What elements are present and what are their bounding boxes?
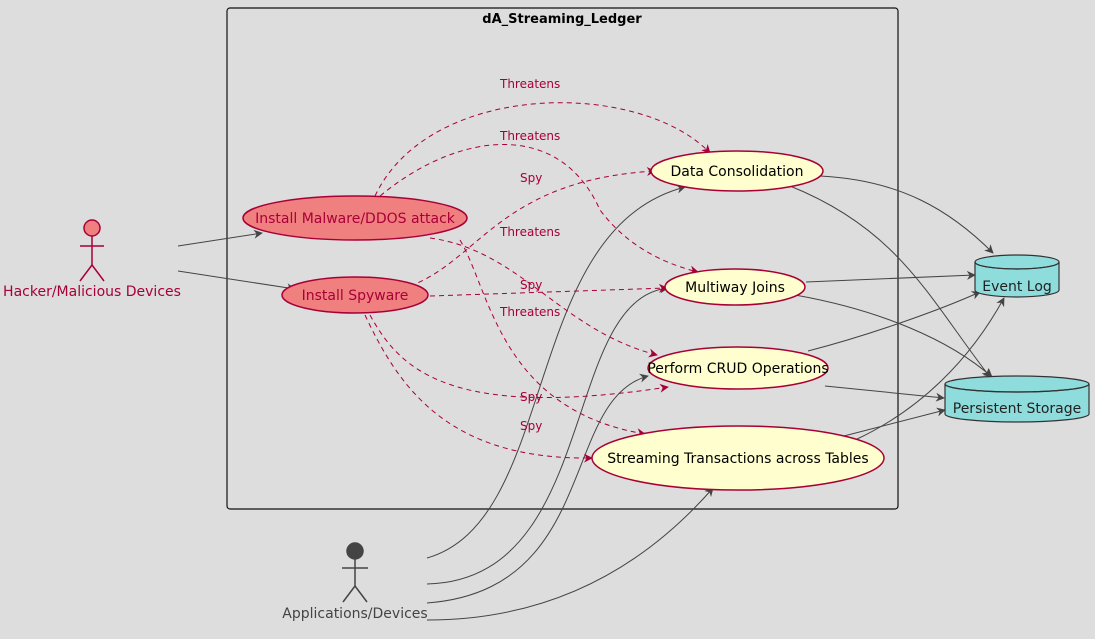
edge-crud-persistent (824, 385, 945, 402)
edge-label-threatens: Threatens (499, 77, 560, 91)
edge-spyware-streaming (364, 314, 593, 463)
edge-spyware-joins (429, 283, 668, 297)
edge-crud-eventlog (807, 291, 981, 352)
datastore-event-log-label: Event Log (982, 279, 1052, 295)
usecase-install-spyware-label: Install Spyware (302, 288, 409, 304)
datastore-persistent-storage-label: Persistent Storage (953, 401, 1081, 417)
usecase-perform-crud[interactable]: Perform CRUD Operations (647, 346, 829, 390)
edge-malware-crud (429, 237, 658, 358)
actor-apps-label: Applications/Devices (282, 606, 427, 622)
edge-spyware-consolidation (409, 166, 656, 287)
usecase-streaming-transactions-label: Streaming Transactions across Tables (607, 451, 868, 467)
edge-streaming-eventlog (854, 297, 1005, 441)
usecase-perform-crud-label: Perform CRUD Operations (647, 361, 828, 377)
actor-hacker[interactable]: Hacker/Malicious Devices (3, 219, 181, 300)
edge-joins-eventlog (805, 270, 976, 283)
usecase-install-malware-label: Install Malware/DDOS attack (255, 211, 456, 227)
edge-label-threatens: Threatens (499, 129, 560, 143)
edge-apps-consolidation (426, 184, 686, 559)
usecase-multiway-joins[interactable]: Multiway Joins (664, 268, 806, 306)
edge-streaming-persistent (839, 407, 946, 438)
usecase-multiway-joins-label: Multiway Joins (685, 280, 785, 296)
edge-malware-streaming (459, 239, 646, 438)
edge-label-spy: Spy (520, 419, 542, 433)
apps-actor-icon (342, 542, 368, 603)
edge-apps-crud (426, 373, 649, 604)
edge-label-spy: Spy (520, 278, 542, 292)
edge-hacker-malware (177, 229, 263, 247)
edge-consolidation-persistent (789, 185, 991, 378)
edge-malware-consolidation (374, 102, 711, 197)
datastore-event-log[interactable]: Event Log (974, 254, 1060, 298)
actor-apps[interactable]: Applications/Devices (282, 542, 428, 622)
usecase-data-consolidation[interactable]: Data Consolidation (650, 150, 824, 192)
edge-label-threatens: Threatens (499, 305, 560, 319)
usecase-streaming-transactions[interactable]: Streaming Transactions across Tables (591, 425, 885, 491)
actor-hacker-label: Hacker/Malicious Devices (3, 284, 181, 300)
usecase-data-consolidation-label: Data Consolidation (670, 164, 803, 180)
usecase-install-malware[interactable]: Install Malware/DDOS attack (242, 195, 468, 241)
edge-apps-joins (426, 284, 669, 585)
edge-malware-joins (379, 144, 699, 275)
edge-label-spy: Spy (520, 390, 542, 404)
usecase-install-spyware[interactable]: Install Spyware (281, 276, 429, 314)
edge-joins-persistent (794, 294, 993, 378)
edge-hacker-spyware (177, 270, 296, 293)
hacker-actor-icon (79, 219, 105, 282)
system-title: dA_Streaming_Ledger (482, 12, 642, 27)
datastore-persistent-storage[interactable]: Persistent Storage (944, 375, 1090, 423)
edge-consolidation-eventlog (819, 175, 994, 254)
edge-apps-streaming (426, 487, 714, 621)
edge-label-threatens: Threatens (499, 225, 560, 239)
edge-label-spy: Spy (520, 171, 542, 185)
edge-spyware-crud (369, 314, 669, 399)
